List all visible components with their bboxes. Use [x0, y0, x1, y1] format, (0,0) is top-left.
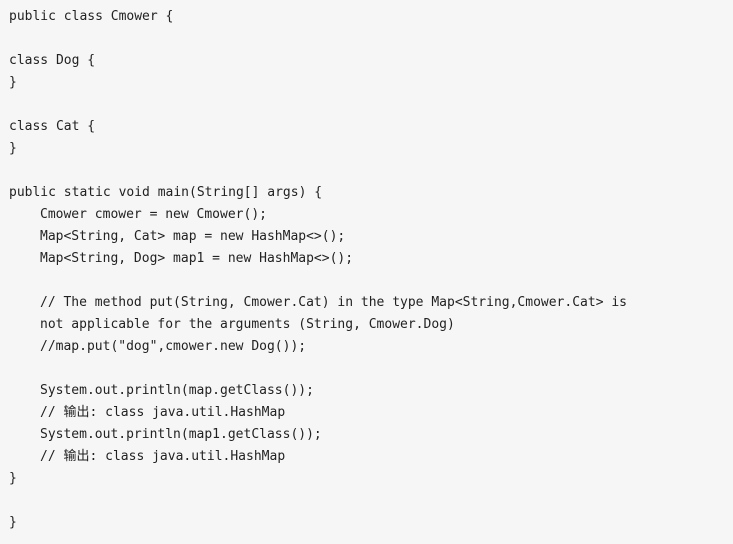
- code-line-6: class Cat {: [9, 119, 96, 134]
- code-line-17: [0, 358, 733, 380]
- code-line-15: not applicable for the arguments (String…: [40, 317, 455, 332]
- code-line-10: Cmower cmower = new Cmower();: [40, 207, 267, 222]
- code-line-12: Map<String, Dog> map1 = new HashMap<>();: [40, 251, 354, 266]
- code-line-24: }: [9, 515, 17, 530]
- code-line-7: }: [9, 141, 17, 156]
- code-line-22: }: [9, 471, 17, 486]
- code-line-13: [0, 270, 733, 292]
- code-line-9: public static void main(String[] args) {: [9, 185, 323, 200]
- code-line-5: [0, 94, 733, 116]
- code-line-4: }: [9, 75, 17, 90]
- code-line-14: // The method put(String, Cmower.Cat) in…: [40, 295, 627, 310]
- code-line-23: [0, 490, 733, 512]
- code-line-21: // 输出: class java.util.HashMap: [40, 449, 286, 464]
- code-line-16: //map.put("dog",cmower.new Dog());: [40, 339, 307, 354]
- code-line-1: public class Cmower {: [9, 9, 174, 24]
- code-line-18: System.out.println(map.getClass());: [40, 383, 314, 398]
- code-line-20: System.out.println(map1.getClass());: [40, 427, 322, 442]
- code-line-19: // 输出: class java.util.HashMap: [40, 405, 286, 420]
- code-line-2: [0, 28, 733, 50]
- code-line-8: [0, 160, 733, 182]
- code-line-11: Map<String, Cat> map = new HashMap<>();: [40, 229, 346, 244]
- code-line-3: class Dog {: [9, 53, 96, 68]
